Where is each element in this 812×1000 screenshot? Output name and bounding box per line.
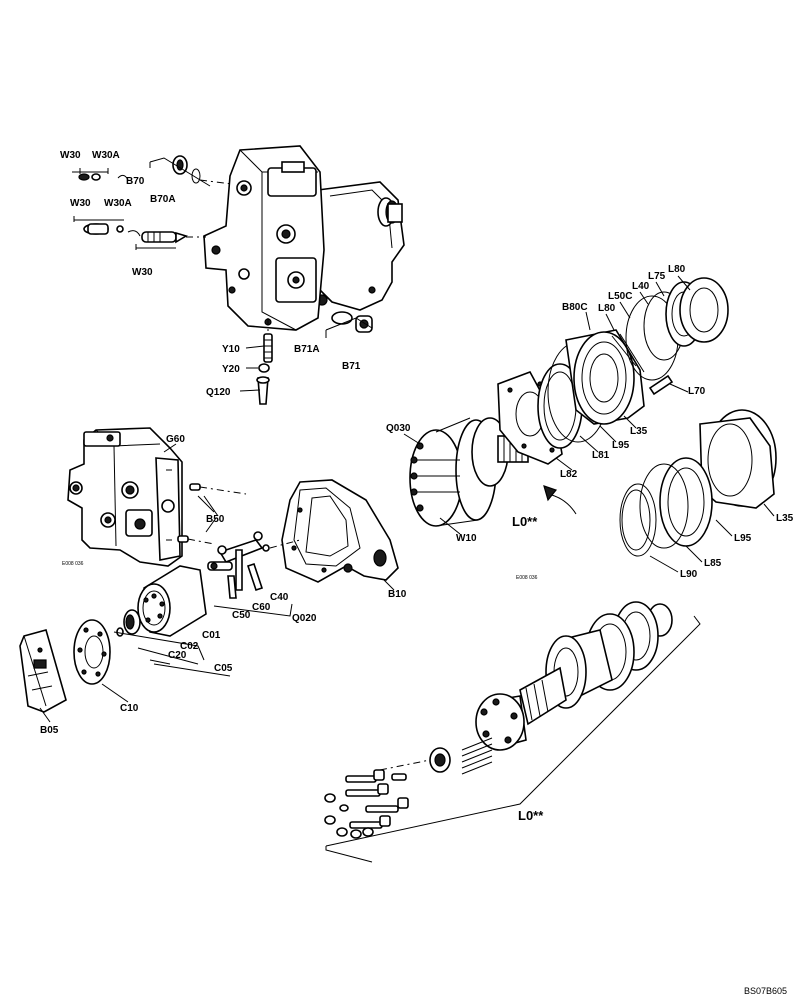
label-b70: B70: [126, 176, 145, 187]
shaft-assembly: [324, 601, 701, 863]
label-y20: Y20: [222, 364, 240, 375]
label-c50: C50: [232, 610, 251, 621]
label-c01: C01: [202, 630, 221, 641]
label-y10: Y10: [222, 344, 240, 355]
label-b70a: B70A: [150, 194, 176, 205]
label-b10: B10: [388, 589, 407, 600]
label-l95-b: L95: [734, 533, 752, 544]
label-b71a: B71A: [294, 344, 320, 355]
label-l75: L75: [648, 271, 666, 282]
label-q020: Q020: [292, 613, 317, 624]
label-c02: C02: [180, 641, 199, 652]
rotating-group: [409, 277, 729, 527]
label-l50c: L50C: [608, 291, 632, 302]
housing-b10: [269, 479, 399, 583]
bolt-group: [324, 769, 409, 839]
label-l35-a: L35: [630, 426, 648, 437]
label-l80-b: L80: [668, 264, 686, 275]
w30-parts: [72, 155, 233, 250]
figure-references: E008 036 E008 036 BS07B605: [62, 561, 787, 996]
label-w30a-a: W30A: [92, 150, 120, 161]
figure-ref-left: E008 036: [62, 561, 84, 567]
label-w10: W10: [456, 533, 477, 544]
end-cover-b05: [19, 619, 111, 713]
label-l82: L82: [560, 469, 578, 480]
solenoid-parts: [256, 317, 373, 405]
label-l80-a: L80: [598, 303, 616, 314]
label-l35-b: L35: [776, 513, 794, 524]
label-q030: Q030: [386, 423, 411, 434]
label-l0-upper: L0**: [512, 514, 538, 529]
label-b50: B50: [206, 514, 225, 525]
label-l95-a: L95: [612, 440, 630, 451]
label-b71: B71: [342, 361, 361, 372]
spider-c40-c50-c60: [207, 531, 293, 617]
label-l70: L70: [688, 386, 706, 397]
motor-assembly: [203, 145, 405, 333]
cylinder-block: [113, 565, 231, 677]
drawing-id: BS07B605: [744, 986, 787, 996]
label-b05: B05: [40, 725, 59, 736]
label-c40: C40: [270, 592, 289, 603]
label-l40: L40: [632, 281, 650, 292]
label-c20: C20: [168, 650, 187, 661]
label-l0-lower: L0**: [518, 808, 544, 823]
label-c60: C60: [252, 602, 271, 613]
label-w30-a: W30: [60, 150, 81, 161]
label-c10: C10: [120, 703, 139, 714]
label-w30-c: W30: [132, 267, 153, 278]
label-l85: L85: [704, 558, 722, 569]
label-b80c: B80C: [562, 302, 588, 313]
valve-housing-g60: [67, 427, 183, 567]
figure-ref-right: E008 036: [516, 575, 538, 581]
label-w30-b: W30: [70, 198, 91, 209]
label-c05: C05: [214, 663, 233, 674]
label-l81: L81: [592, 450, 610, 461]
label-q120: Q120: [206, 387, 231, 398]
leader-lines: [39, 275, 775, 723]
part-labels: W30 W30A W30 W30A W30 B70 B70A B71A B71 …: [40, 150, 794, 823]
label-l90: L90: [680, 569, 698, 580]
label-w30a-b: W30A: [104, 198, 132, 209]
label-g60: G60: [166, 434, 185, 445]
bearing-rings: [619, 409, 777, 557]
b50-pins: [177, 483, 247, 545]
